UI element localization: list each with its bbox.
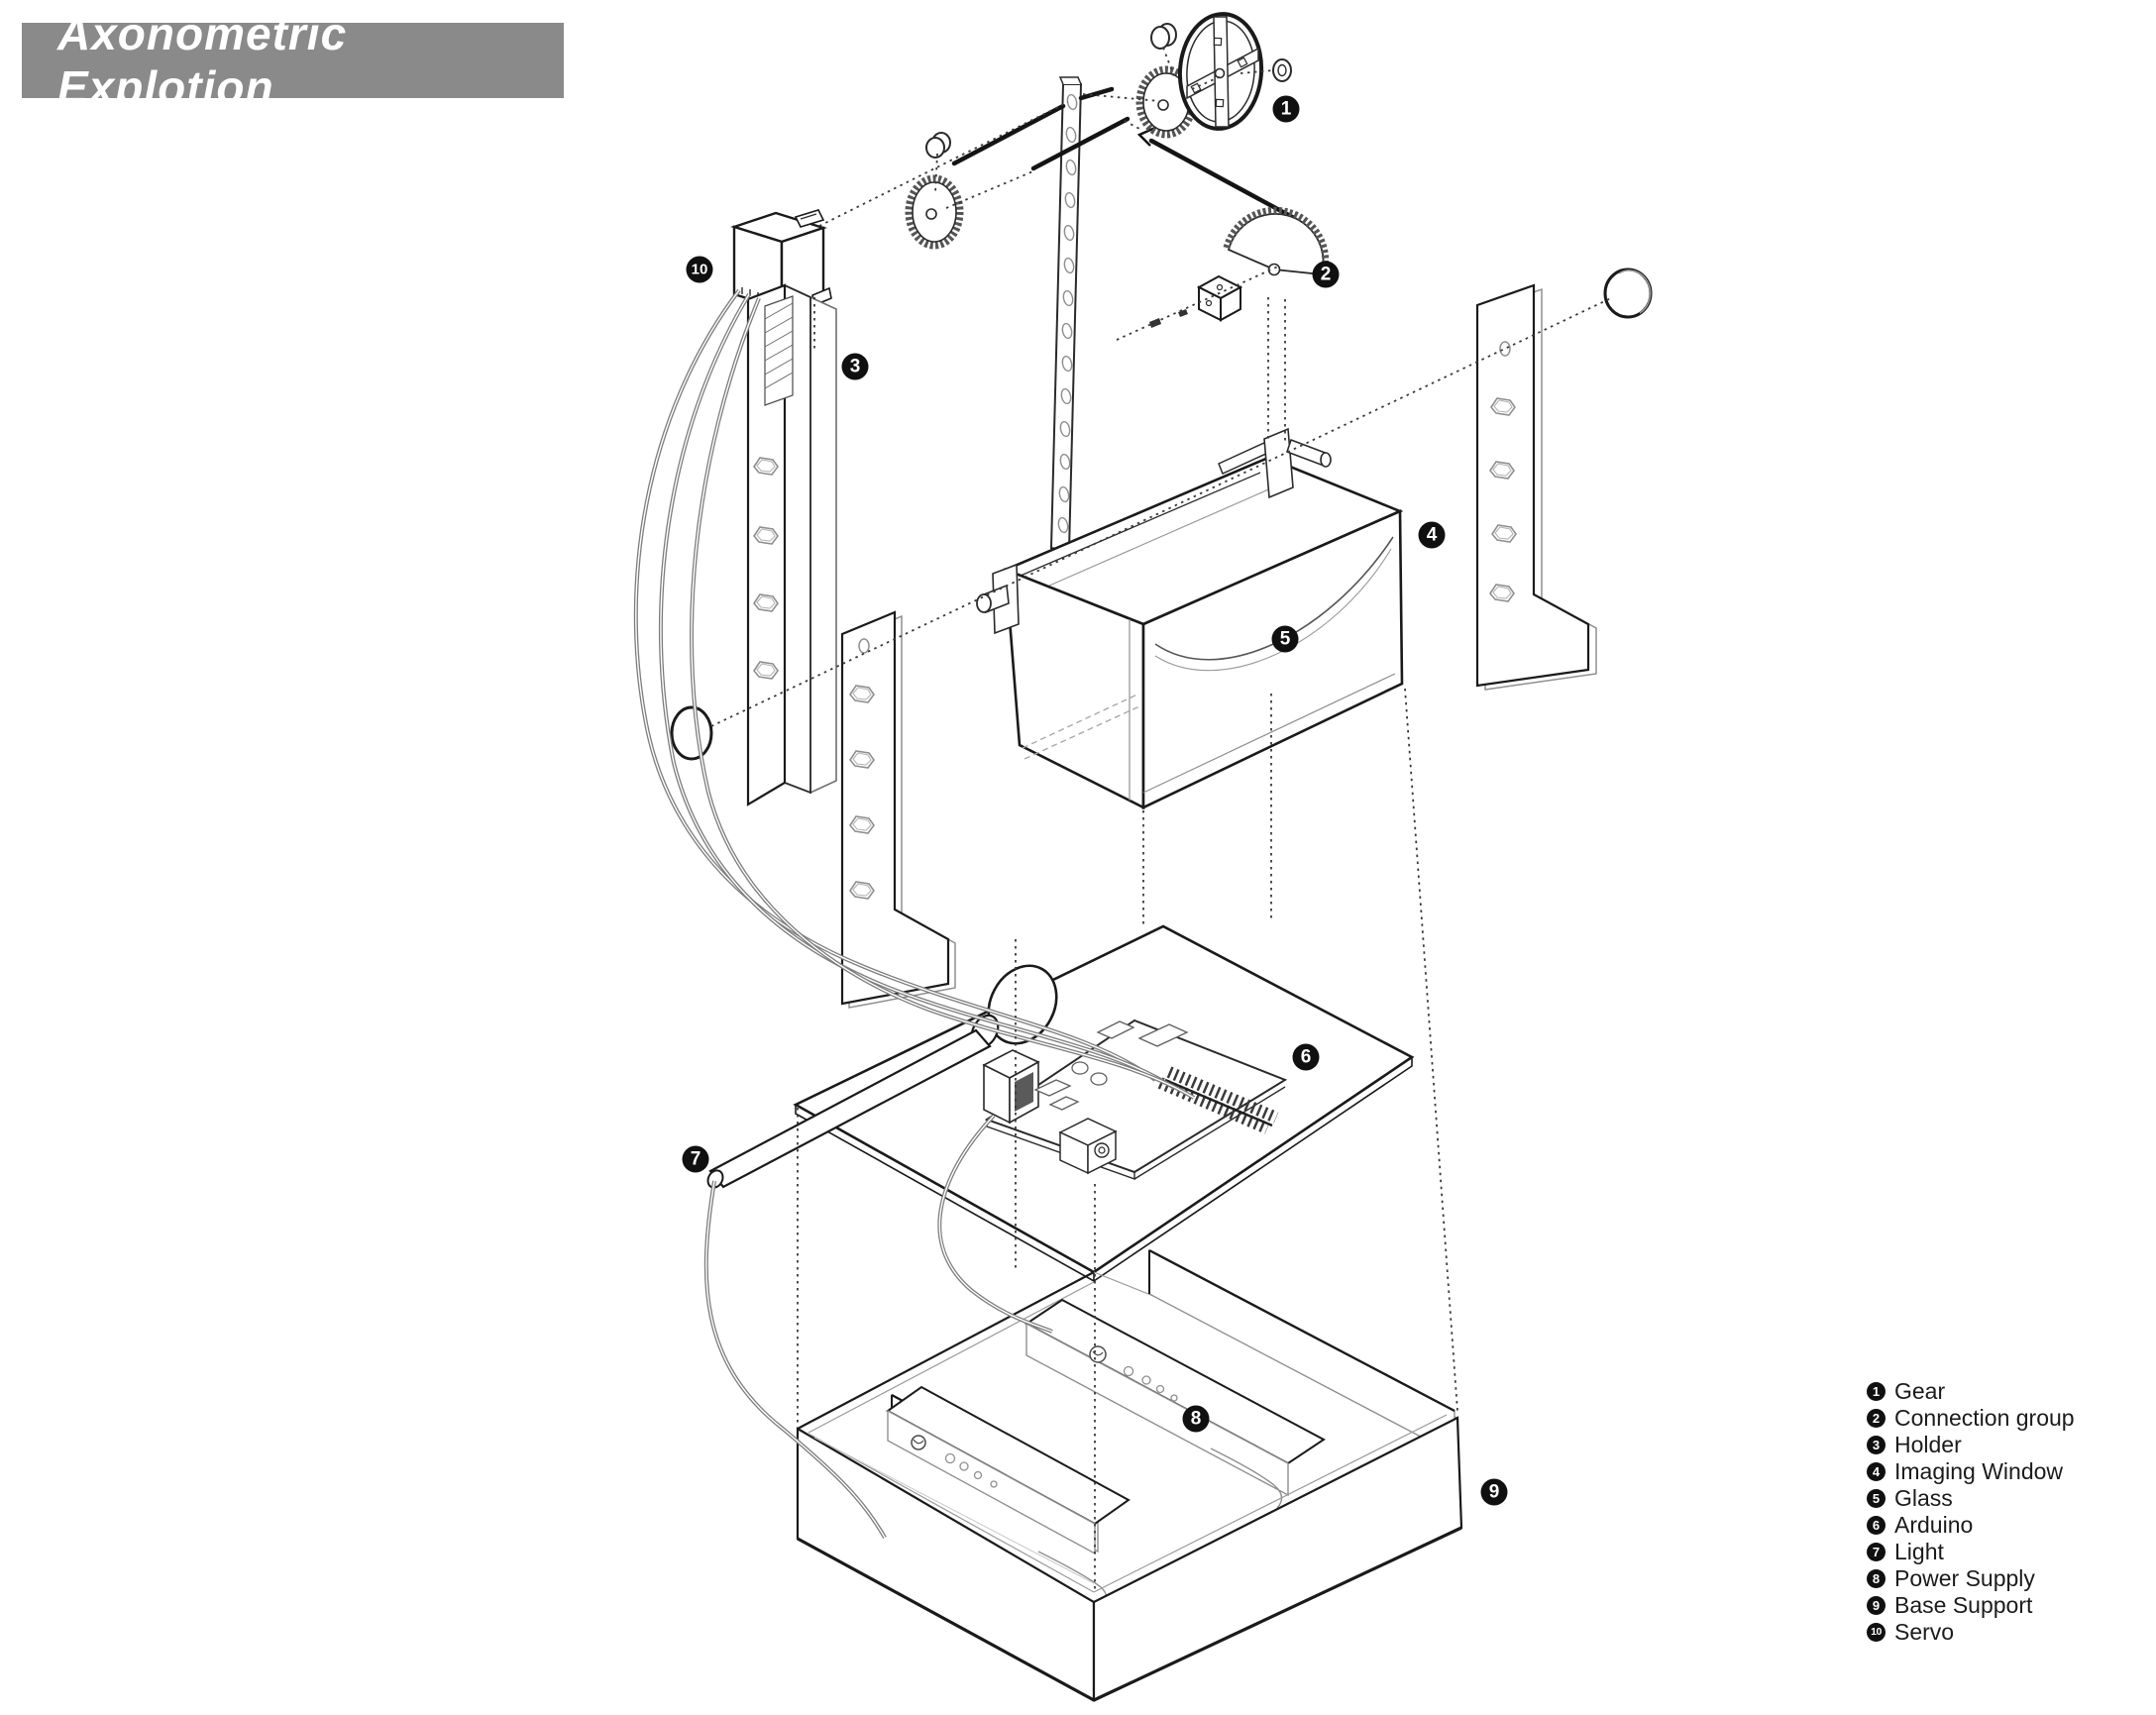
alignment-dotted-lines	[710, 47, 1614, 1590]
connection-group	[1149, 206, 1330, 328]
diagram-title-text: Axonometric Explotion	[57, 8, 348, 113]
spoked-wheel	[1177, 12, 1264, 131]
svg-text:5: 5	[1280, 629, 1291, 650]
legend-number-badge: 5	[1867, 1489, 1886, 1508]
svg-text:10: 10	[692, 262, 708, 278]
imaging-window	[976, 427, 1404, 810]
holder-slot-hatch	[764, 295, 794, 406]
legend-label: Glass	[1894, 1485, 1953, 1511]
legend-label: Light	[1894, 1539, 1944, 1564]
servo-wires	[633, 288, 1196, 1100]
rod-hook	[1136, 125, 1158, 147]
legend-label: Holder	[1894, 1432, 1962, 1457]
vertical-guide-rail	[1049, 76, 1083, 553]
legend-item-imaging-window: 4 Imaging Window	[1867, 1458, 2075, 1485]
part-number-badges: 1 2 3 4 5 6 7 8 9 10	[682, 95, 1508, 1506]
legend-item-servo: 10 Servo	[1867, 1619, 2075, 1646]
shaft-cap-right	[1272, 58, 1292, 82]
badge-gear: 1	[1272, 95, 1300, 123]
legend-label: Base Support	[1894, 1592, 2033, 1618]
svg-text:8: 8	[1191, 1409, 1202, 1430]
small-gear-left	[905, 174, 964, 250]
legend-number-badge: 3	[1867, 1436, 1886, 1454]
knob-cap	[1603, 268, 1653, 319]
diagram-title: Axonometric Explotion	[22, 8, 564, 113]
legend-number-badge: 2	[1867, 1409, 1886, 1428]
legend-number-badge: 6	[1867, 1516, 1886, 1535]
svg-text:1: 1	[1281, 99, 1292, 120]
legend-label: Connection group	[1894, 1405, 2075, 1431]
legend-item-glass: 5 Glass	[1867, 1485, 2075, 1512]
base-support	[796, 1248, 1463, 1702]
badge-light: 7	[682, 1145, 709, 1173]
legend-item-power-supply: 8 Power Supply	[1867, 1565, 2075, 1592]
svg-text:2: 2	[1321, 265, 1332, 285]
badge-base-support: 9	[1480, 1478, 1508, 1506]
svg-text:4: 4	[1427, 525, 1438, 546]
legend-label: Servo	[1894, 1619, 1955, 1645]
legend-number-badge: 10	[1867, 1623, 1886, 1642]
legend-number-badge: 8	[1867, 1569, 1886, 1588]
badge-holder: 3	[841, 353, 869, 380]
legend-item-gear: 1 Gear	[1867, 1378, 2075, 1405]
legend-item-light: 7 Light	[1867, 1539, 2075, 1565]
legend-item-base-support: 9 Base Support	[1867, 1592, 2075, 1619]
legend-label: Imaging Window	[1894, 1458, 2064, 1484]
svg-text:9: 9	[1489, 1482, 1500, 1503]
svg-text:3: 3	[850, 357, 861, 377]
legend-number-badge: 7	[1867, 1543, 1886, 1561]
holder-bar	[746, 283, 837, 806]
legend-number-badge: 4	[1867, 1462, 1886, 1481]
arduino-board	[982, 1018, 1288, 1180]
legend-item-connection-group: 2 Connection group	[1867, 1405, 2075, 1432]
legend-item-arduino: 6 Arduino	[1867, 1512, 2075, 1539]
wire-loop-circle	[670, 705, 713, 761]
badge-imaging-window: 4	[1418, 521, 1446, 549]
legend-item-holder: 3 Holder	[1867, 1432, 2075, 1458]
legend: 1 Gear 2 Connection group 3 Holder 4 Imaging Wi…	[1867, 1378, 2075, 1646]
legend-label: Arduino	[1894, 1512, 1974, 1538]
shaft-cap-top	[1150, 23, 1177, 50]
svg-text:7: 7	[691, 1149, 701, 1170]
svg-text:6: 6	[1301, 1047, 1312, 1068]
badge-arduino: 6	[1292, 1043, 1320, 1071]
holder-bracket-middle	[840, 610, 956, 1009]
base-front-walls	[796, 1414, 1463, 1702]
holder-bracket-right	[1475, 283, 1597, 691]
legend-number-badge: 9	[1867, 1596, 1886, 1615]
badge-glass: 5	[1271, 625, 1299, 653]
axle-rods	[951, 86, 1297, 221]
power-wires	[703, 1114, 1053, 1539]
badge-connection-group: 2	[1312, 261, 1340, 288]
legend-label: Power Supply	[1894, 1565, 2035, 1591]
legend-number-badge: 1	[1867, 1382, 1886, 1401]
shaft-cap-left	[925, 132, 951, 159]
legend-label: Gear	[1894, 1378, 1946, 1404]
badge-servo: 10	[686, 256, 713, 283]
badge-power-supply: 8	[1182, 1405, 1210, 1433]
power-supply-strip-left	[886, 1385, 1131, 1555]
